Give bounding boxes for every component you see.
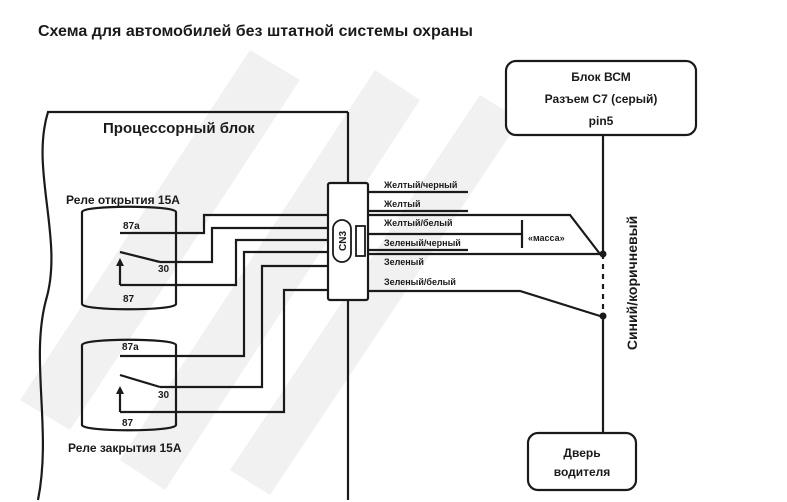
relay-open-switch-arm xyxy=(119,250,161,264)
relay-close-contact-30 xyxy=(160,264,328,389)
junction-dot-bottom xyxy=(599,312,607,320)
ground-label: «масса» xyxy=(528,233,565,243)
relay-open-body xyxy=(80,205,178,311)
relay-close-pin-87a: 87а xyxy=(122,342,139,353)
wire-label-yellow: Желтый xyxy=(383,199,420,209)
door-box xyxy=(526,431,638,492)
relay-open-contact-30 xyxy=(160,226,328,264)
relay-close-contact-87a xyxy=(120,250,328,358)
bcm-title: Блок ВСМ xyxy=(571,70,630,84)
door-line1: Дверь xyxy=(563,446,600,460)
cn3-label: CN3 xyxy=(338,231,349,251)
relay-close-body xyxy=(80,338,178,432)
bcm-pin: pin5 xyxy=(589,114,614,128)
relay-close-contact-87 xyxy=(120,288,328,414)
relay-open-pin-87a: 87а xyxy=(123,221,140,232)
wire-label-green-white: Зеленый/белый xyxy=(384,277,456,287)
wire-green-black xyxy=(368,213,601,255)
bcm-box xyxy=(504,59,698,137)
relay-open-contact-87 xyxy=(120,238,328,287)
wire-label-green-black: Зеленый/черный xyxy=(384,238,461,248)
wire-yellow-white xyxy=(368,220,524,248)
relay-open-pin-30: 30 xyxy=(158,264,170,275)
door-line2: водителя xyxy=(554,465,611,479)
relay-open-pin-87: 87 xyxy=(123,294,135,305)
relay-open-label: Реле открытия 15А xyxy=(66,193,180,207)
cn3-label-frame xyxy=(332,219,352,263)
bcm-connector: Разъем С7 (серый) xyxy=(545,92,658,106)
relay-close-switch-arm xyxy=(119,373,161,389)
wire-green-white xyxy=(368,289,601,318)
relay-open-contact-87a xyxy=(120,213,328,235)
diagram-title: Схема для автомобилей без штатной систем… xyxy=(38,23,473,40)
wire-label-green: Зеленый xyxy=(384,257,424,267)
vertical-wire-label: Синий/коричневый xyxy=(624,216,640,350)
wire-label-yellow-black: Желтый/черный xyxy=(383,180,457,190)
junction-dot-top xyxy=(599,250,607,258)
watermark xyxy=(20,50,520,495)
cn3-latch xyxy=(355,225,366,257)
processor-block-outline xyxy=(36,110,350,501)
wire-label-yellow-white: Желтый/белый xyxy=(383,218,452,228)
processor-block-label: Процессорный блок xyxy=(103,120,255,137)
relay-close-label: Реле закрытия 15А xyxy=(68,441,182,455)
relay-close-pin-30: 30 xyxy=(158,390,170,401)
relay-close-pin-87: 87 xyxy=(122,418,134,429)
